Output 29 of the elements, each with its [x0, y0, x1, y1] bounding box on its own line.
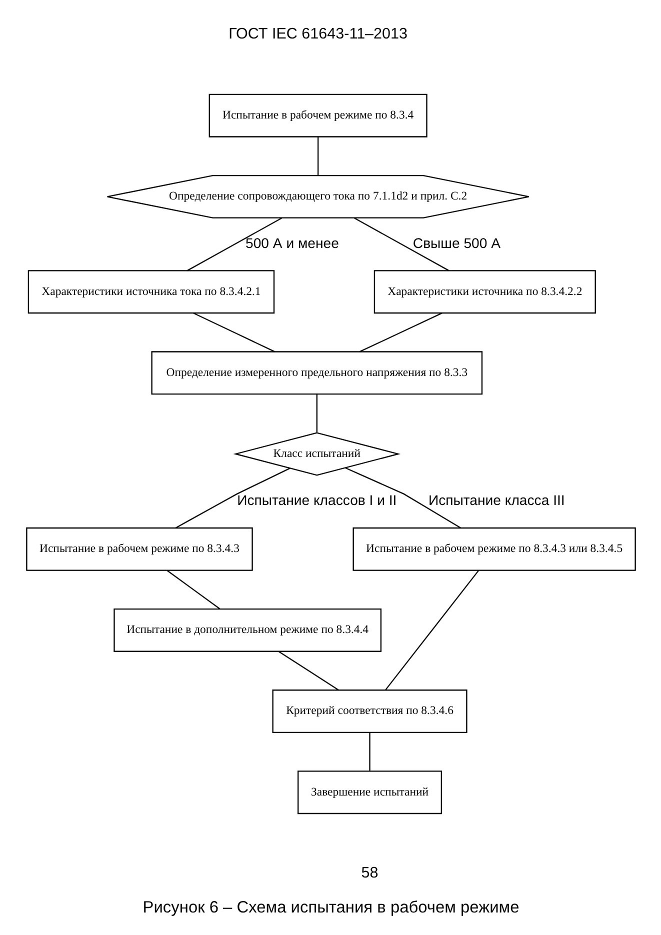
connector — [344, 467, 460, 528]
node-box: Испытание в рабочем режиме по 8.3.4 — [208, 94, 427, 138]
connector — [316, 137, 318, 176]
connector — [175, 468, 290, 528]
node-box: Испытание в рабочем режиме по 8.3.4.3 или 8.3.4.5 — [352, 527, 636, 571]
node-box: Характеристики источника тока по 8.3.4.2.1 — [27, 270, 274, 314]
connector — [316, 394, 317, 432]
connector — [384, 570, 478, 690]
node-box: Критерий соответствия по 8.3.4.6 — [272, 690, 467, 734]
connector — [192, 312, 274, 352]
edge-label: Свыше 500 А — [412, 234, 500, 251]
connector — [166, 570, 220, 610]
node-box: Определение измеренного предельного напряжения по 8.3.3 — [150, 351, 482, 395]
node-box: Испытание в рабочем режиме по 8.3.4.3 — [26, 527, 252, 571]
node-box: Характеристики источника по 8.3.4.2.2 — [373, 270, 596, 314]
connector — [186, 217, 282, 272]
connector — [353, 217, 449, 272]
label: ГОСТ IEC 61643-11–2013 — [228, 26, 408, 43]
connector — [278, 650, 338, 691]
node-diamond: Класс испытаний — [232, 432, 400, 476]
edge-label: Испытание класса III — [428, 492, 564, 508]
node-box: Завершение испытаний — [297, 770, 442, 814]
edge-label: Испытание классов I и II — [236, 492, 396, 508]
caption: Рисунок 6 – Схема испытания в рабочем режиме — [142, 898, 519, 916]
edge-label: 500 А и менее — [245, 234, 338, 251]
node-box: Испытание в дополнительном режиме по 8.3.4.4 — [113, 608, 382, 652]
label: 58 — [360, 864, 378, 882]
connector — [368, 732, 370, 771]
connector — [358, 312, 442, 352]
